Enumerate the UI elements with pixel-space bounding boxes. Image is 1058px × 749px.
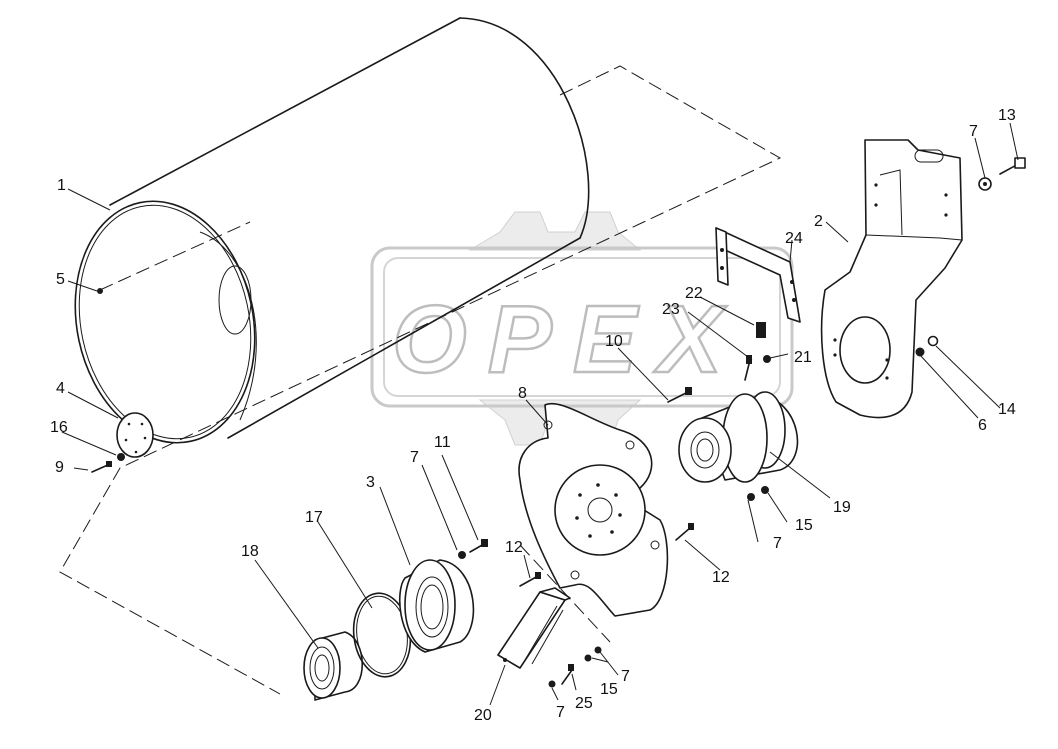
callout-3: 3 xyxy=(366,474,375,491)
callout-4: 4 xyxy=(56,380,65,397)
callout-9: 9 xyxy=(55,459,64,476)
callout-25: 25 xyxy=(575,695,593,712)
part-12-bolt-b xyxy=(675,523,694,541)
callout-7a: 7 xyxy=(969,123,978,140)
watermark-gear-top xyxy=(468,211,642,251)
part-14-nut xyxy=(927,335,939,347)
leader-lines xyxy=(61,122,1019,706)
callout-12a: 12 xyxy=(505,539,523,556)
part-15-washer-b xyxy=(584,654,592,662)
callout-23: 23 xyxy=(662,301,680,318)
part-7-nut-d xyxy=(747,493,755,501)
callout-16: 16 xyxy=(50,419,68,436)
part-11-bolt xyxy=(469,539,488,553)
callout-5: 5 xyxy=(56,271,65,288)
part-6-washer xyxy=(915,347,925,357)
callout-12b: 12 xyxy=(712,569,730,586)
callout-24: 24 xyxy=(785,230,803,247)
callout-7b: 7 xyxy=(410,449,419,466)
part-24-plate xyxy=(715,227,801,323)
callout-7c: 7 xyxy=(773,535,782,552)
callout-labels: 1 2 3 4 5 6 7 7 7 7 7 8 9 10 11 12 12 13… xyxy=(50,107,1016,724)
callout-14: 14 xyxy=(998,401,1016,418)
part-7-nut-b xyxy=(548,680,556,688)
watermark-frame-outer xyxy=(370,246,794,408)
part-1-drum xyxy=(74,17,590,444)
part-13-bolt xyxy=(999,157,1026,175)
part-8-mount-plate xyxy=(518,402,669,617)
part-18-bearing xyxy=(303,631,364,701)
part-10-bolt xyxy=(667,387,692,403)
callout-8: 8 xyxy=(518,385,527,402)
callout-13: 13 xyxy=(998,107,1016,124)
part-23-pin xyxy=(744,355,752,381)
part-16-washer xyxy=(117,453,125,461)
callout-19: 19 xyxy=(833,499,851,516)
part-9-bolt xyxy=(91,461,112,473)
part-22-fitting xyxy=(756,322,766,338)
callout-21: 21 xyxy=(794,349,812,366)
part-7-nut-e xyxy=(978,177,992,191)
callout-7e: 7 xyxy=(621,668,630,685)
watermark-frame-inner xyxy=(383,257,781,397)
part-19-hub-motor xyxy=(678,391,799,483)
part-4-cover xyxy=(116,412,154,458)
part-2-bracket xyxy=(820,139,963,419)
callout-1: 1 xyxy=(57,177,66,194)
part-15-washer-a xyxy=(761,486,769,494)
part-3-flange xyxy=(399,559,475,653)
callout-15a: 15 xyxy=(795,517,813,534)
callout-2: 2 xyxy=(814,213,823,230)
part-7-nut-c xyxy=(594,646,602,654)
callout-15b: 15 xyxy=(600,681,618,698)
part-25-bolt xyxy=(561,664,574,685)
part-7-nut-a xyxy=(458,551,466,559)
callout-22: 22 xyxy=(685,285,703,302)
callout-10: 10 xyxy=(605,333,623,350)
assembly-guide-lines xyxy=(59,65,782,695)
part-21-nut xyxy=(763,355,771,363)
callout-17: 17 xyxy=(305,509,323,526)
part-12-bolt-a xyxy=(519,572,541,587)
callout-18: 18 xyxy=(241,543,259,560)
callout-6: 6 xyxy=(978,417,987,434)
callout-7d: 7 xyxy=(556,704,565,721)
callout-20: 20 xyxy=(474,707,492,724)
callout-11: 11 xyxy=(434,434,451,451)
part-20-housing xyxy=(497,587,571,669)
